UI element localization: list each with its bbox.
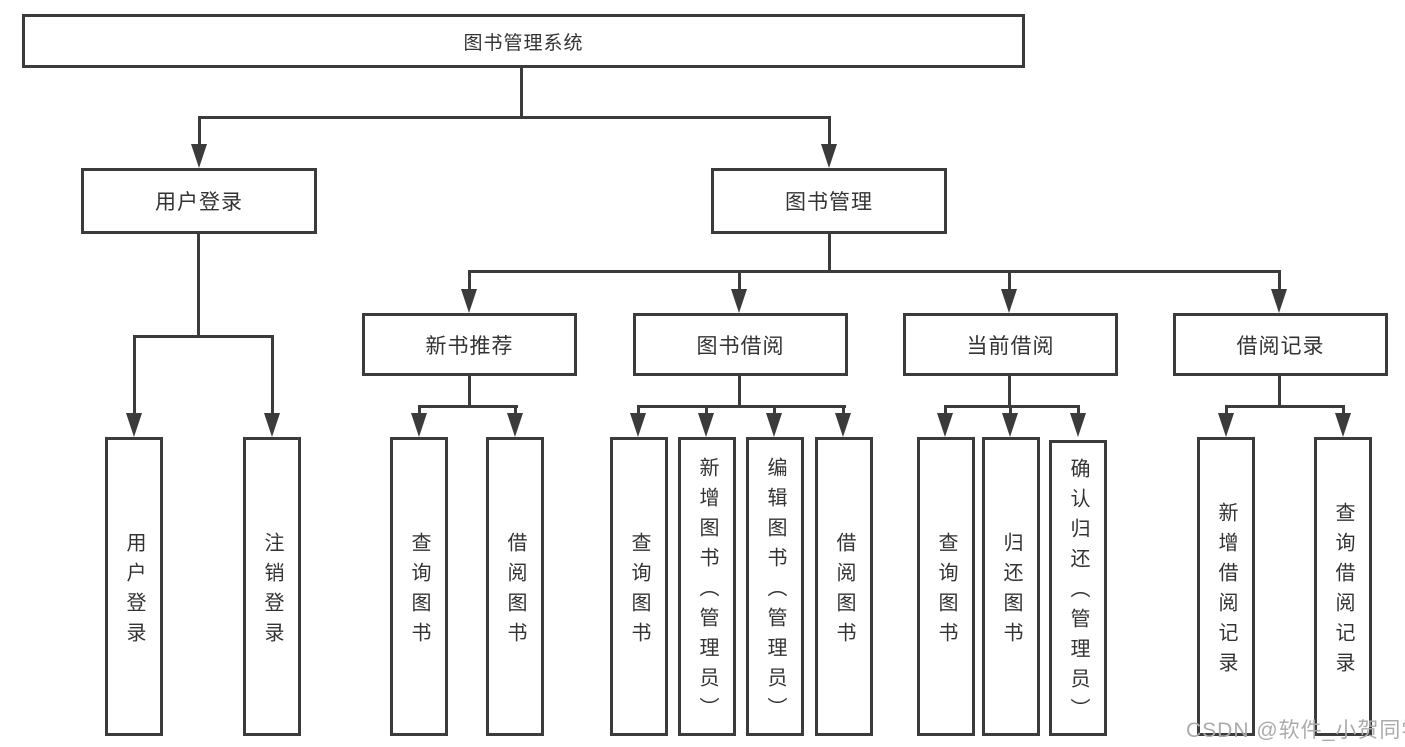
arrowhead-icon [1218, 413, 1234, 437]
csdn-watermark: CSDN @软件_小贺同学 [1186, 719, 1405, 742]
node-label: 用户登录 [123, 531, 145, 652]
node-label: 新增借阅记录 [1215, 501, 1237, 682]
node-logout: 注销登录 [243, 437, 301, 736]
connector-line [1077, 405, 1080, 419]
connector-line [944, 405, 1080, 408]
connector-line [418, 405, 518, 408]
connector-line [1008, 376, 1011, 408]
connector-line [520, 68, 523, 118]
node-label: 确认归还（管理员） [1067, 458, 1089, 728]
node-label: 图书借阅 [696, 334, 785, 358]
node-add-books-admin: 新增图书（管理员） [678, 437, 736, 736]
node-label: 图书管理系统 [463, 32, 584, 54]
node-label: 查询图书 [935, 531, 957, 652]
arrowhead-icon [1002, 413, 1018, 437]
connector-line [828, 234, 831, 273]
arrowhead-icon [835, 413, 851, 437]
node-borrowing-records: 借阅记录 [1173, 313, 1388, 376]
arrowhead-icon [1001, 289, 1017, 313]
connector-line [944, 405, 947, 419]
node-add-borrowing-record: 新增借阅记录 [1197, 437, 1255, 736]
arrowhead-icon [698, 413, 714, 437]
node-query-books-2: 查询图书 [610, 437, 668, 736]
node-label: 借阅图书 [833, 531, 855, 652]
node-edit-books-admin: 编辑图书（管理员） [746, 437, 804, 736]
node-label: 查询图书 [408, 531, 430, 652]
connector-line [842, 405, 845, 419]
connector-line [1278, 376, 1281, 408]
node-label: 编辑图书（管理员） [764, 456, 786, 727]
connector-line [198, 116, 831, 119]
connector-line [468, 376, 471, 408]
node-confirm-return-admin: 确认归还（管理员） [1049, 440, 1107, 736]
connector-line [133, 335, 274, 338]
connector-line [133, 335, 136, 417]
node-label: 新书推荐 [425, 334, 514, 358]
arrowhead-icon [1335, 413, 1351, 437]
connector-line [271, 335, 274, 417]
node-new-book-recommendation: 新书推荐 [362, 313, 577, 376]
connector-line [468, 270, 471, 294]
node-borrow-books-1: 借阅图书 [486, 437, 544, 736]
connector-line [198, 116, 201, 148]
connector-line [705, 405, 708, 419]
arrowhead-icon [264, 413, 280, 437]
arrowhead-icon [766, 413, 782, 437]
node-label: 新增图书（管理员） [696, 456, 718, 727]
arrowhead-icon [1070, 413, 1086, 437]
arrowhead-icon [191, 144, 207, 168]
connector-line [1278, 270, 1281, 294]
node-query-borrowing-record: 查询借阅记录 [1314, 437, 1372, 736]
connector-line [514, 405, 517, 419]
node-current-borrowing: 当前借阅 [903, 313, 1118, 376]
arrowhead-icon [507, 413, 523, 437]
node-user-login-branch: 用户登录 [81, 168, 317, 234]
node-label: 借阅图书 [504, 531, 526, 652]
arrowhead-icon [937, 413, 953, 437]
node-label: 查询图书 [628, 531, 650, 652]
connector-line [1342, 405, 1345, 419]
node-borrow-books-2: 借阅图书 [815, 437, 873, 736]
node-label: 当前借阅 [966, 334, 1055, 358]
connector-line [738, 376, 741, 408]
node-label: 借阅记录 [1236, 334, 1325, 358]
arrowhead-icon [126, 413, 142, 437]
node-label: 查询借阅记录 [1332, 501, 1354, 682]
arrowhead-icon [630, 413, 646, 437]
connector-line [468, 270, 1281, 273]
node-label: 用户登录 [155, 191, 243, 214]
connector-line [637, 405, 846, 408]
arrowhead-icon [1271, 289, 1287, 313]
node-label: 注销登录 [261, 531, 283, 652]
arrowhead-icon [731, 289, 747, 313]
node-library-management-system: 图书管理系统 [22, 14, 1025, 68]
connector-line [1008, 270, 1011, 294]
connector-line [828, 116, 831, 148]
connector-line [1225, 405, 1345, 408]
node-query-books-3: 查询图书 [917, 437, 975, 736]
connector-line [1225, 405, 1228, 419]
connector-line [418, 405, 421, 419]
node-return-books: 归还图书 [982, 437, 1040, 736]
arrowhead-icon [461, 289, 477, 313]
connector-line [1009, 405, 1012, 419]
arrowhead-icon [411, 413, 427, 437]
connector-line [773, 405, 776, 419]
connector-line [197, 234, 200, 338]
connector-line [637, 405, 640, 419]
node-query-books-1: 查询图书 [390, 437, 448, 736]
arrowhead-icon [821, 144, 837, 168]
node-book-management-branch: 图书管理 [711, 168, 947, 234]
node-book-borrowing: 图书借阅 [633, 313, 848, 376]
node-label: 图书管理 [785, 191, 873, 214]
connector-line [738, 270, 741, 294]
node-label: 归还图书 [1000, 531, 1022, 652]
node-user-login: 用户登录 [105, 437, 163, 736]
